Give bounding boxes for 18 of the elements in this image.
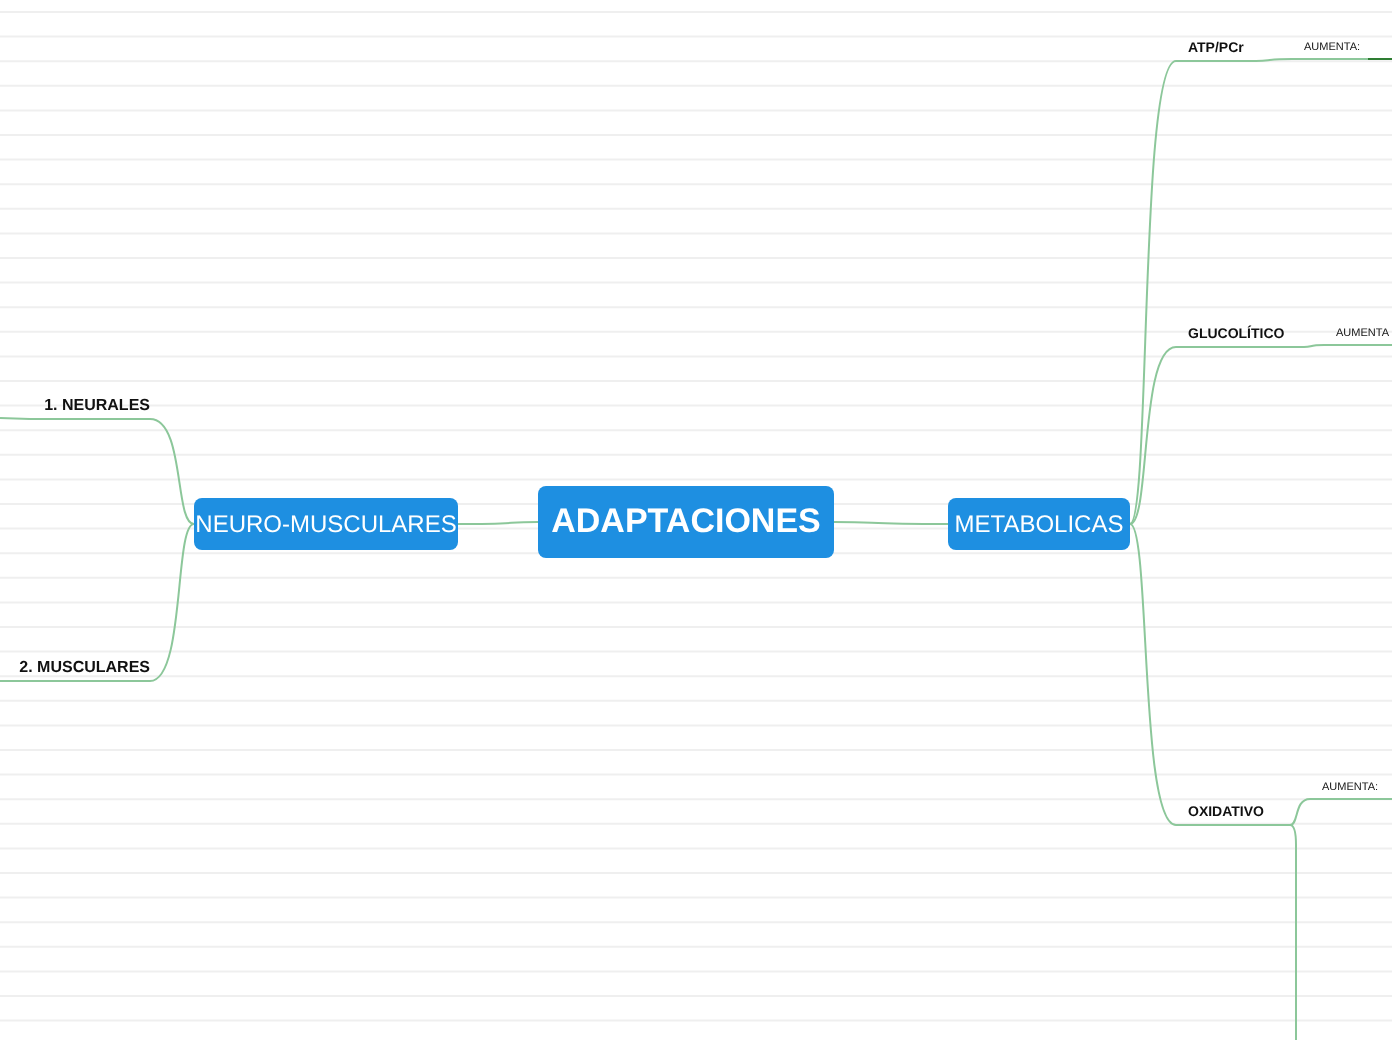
connector-line: [1129, 60, 1177, 525]
central-topic: ADAPTACIONES: [538, 486, 834, 558]
connector-line: [1303, 344, 1325, 348]
connector-line: [149, 523, 195, 682]
connector-line: [1129, 346, 1177, 525]
connector-line: [1367, 58, 1392, 60]
connector-line: [0, 417, 31, 420]
connector-line: [149, 418, 195, 525]
subtopic-label: 2. MUSCULARES: [0, 652, 150, 682]
connector-line: [1255, 58, 1293, 62]
connector-line: [833, 521, 949, 525]
main-topic: METABOLICAS: [948, 498, 1130, 550]
connector-line: [457, 521, 539, 525]
connector-line: [1129, 523, 1177, 826]
connector-line: [1289, 798, 1311, 826]
subtopic-label: 1. NEURALES: [30, 390, 150, 420]
main-topic: NEURO-MUSCULARES: [194, 498, 458, 550]
connector-line: [1289, 824, 1297, 1040]
